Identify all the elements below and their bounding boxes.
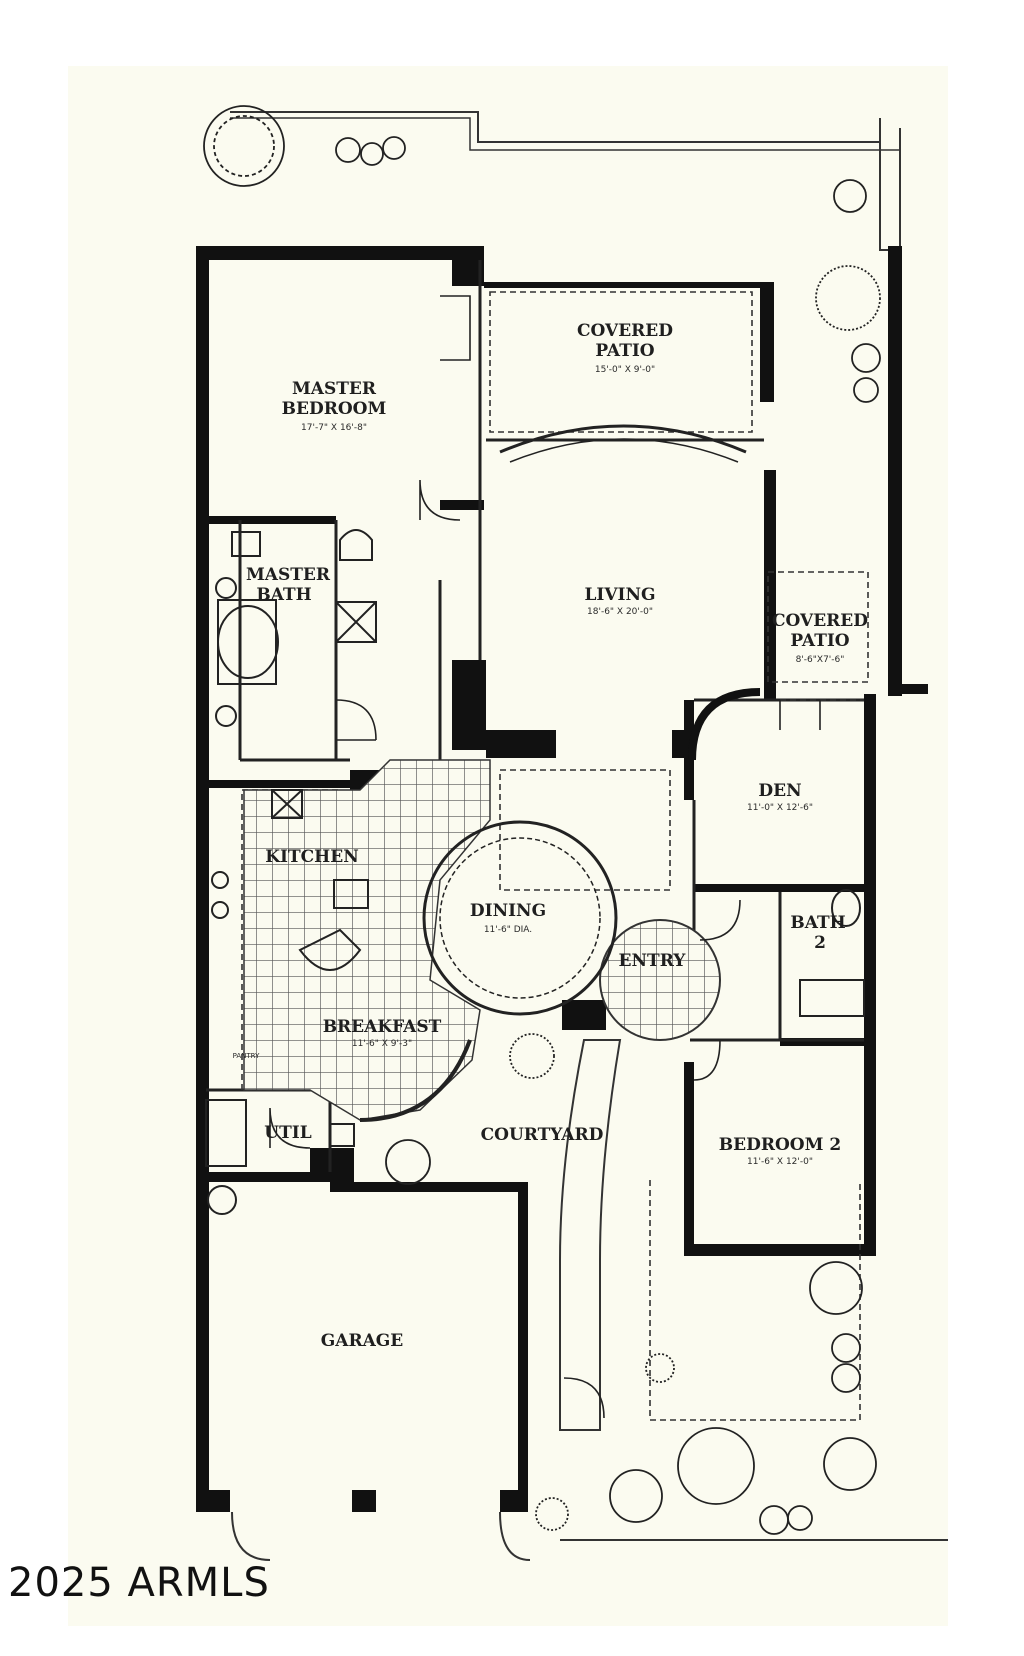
master-bath-label-2: BATH (256, 585, 311, 605)
bath2-label-1: BATH (790, 913, 845, 933)
den-curved-wall (688, 688, 761, 761)
landscaping (203, 105, 881, 1535)
den-dims: 11'-0" X 12'-6" (747, 803, 813, 813)
covered-patio-side-label-1: COVERED (772, 611, 868, 631)
exterior-walls (196, 246, 928, 1512)
breakfast-bay (359, 1039, 472, 1122)
living-dims: 18'-6" X 20'-0" (587, 607, 653, 617)
courtyard-label: COURTYARD (481, 1125, 604, 1145)
master-bedroom-label-1: MASTER (292, 379, 377, 399)
door-swings (269, 295, 821, 1419)
entry-label: ENTRY (619, 951, 687, 971)
living-arch-window-inner (509, 438, 739, 463)
courtyard-walk (559, 1039, 622, 1431)
kitchen-label: KITCHEN (265, 847, 358, 867)
master-bath-label-1: MASTER (246, 565, 331, 585)
bedroom2-label: BEDROOM 2 (719, 1135, 841, 1155)
breakfast-label: BREAKFAST (323, 1017, 442, 1037)
driveway-curve (231, 1511, 531, 1561)
covered-patio-side-label-2: PATIO (790, 631, 849, 651)
util-label: UTIL (264, 1123, 311, 1143)
pantry-label: PANTRY (233, 1052, 260, 1060)
copyright-watermark: 2025 ARMLS (8, 1560, 270, 1606)
dining-label: DINING (470, 901, 546, 921)
dining-room-shape (422, 820, 618, 1016)
bath2-label-2: 2 (814, 933, 826, 953)
master-bedroom-label-2: BEDROOM (282, 399, 387, 419)
kitchen-tile-floor (243, 759, 491, 1121)
covered-patio-rear-label-1: COVERED (577, 321, 673, 341)
master-bedroom-dims: 17'-7" X 16'-8" (301, 423, 367, 433)
property-line (230, 111, 881, 143)
fixtures (205, 529, 865, 1215)
paper-background (68, 66, 948, 1626)
living-label: LIVING (584, 585, 655, 605)
entry-tile-floor (599, 919, 721, 1041)
den-label: DEN (758, 781, 801, 801)
bedroom2-dims: 11'-6" X 12'-0" (747, 1157, 813, 1167)
covered-patio-rear-label-2: PATIO (595, 341, 654, 361)
breakfast-dims: 11'-6" X 9'-3" (352, 1039, 412, 1049)
living-arch-window (499, 424, 747, 454)
garage-label: GARAGE (321, 1331, 404, 1351)
covered-patio-rear-dims: 15'-0" X 9'-0" (595, 365, 655, 375)
property-line-inner (230, 117, 900, 151)
covered-patio-side-dims: 8'-6"X7'-6" (796, 655, 845, 665)
dining-dims: 11'-6" DIA. (484, 925, 532, 935)
